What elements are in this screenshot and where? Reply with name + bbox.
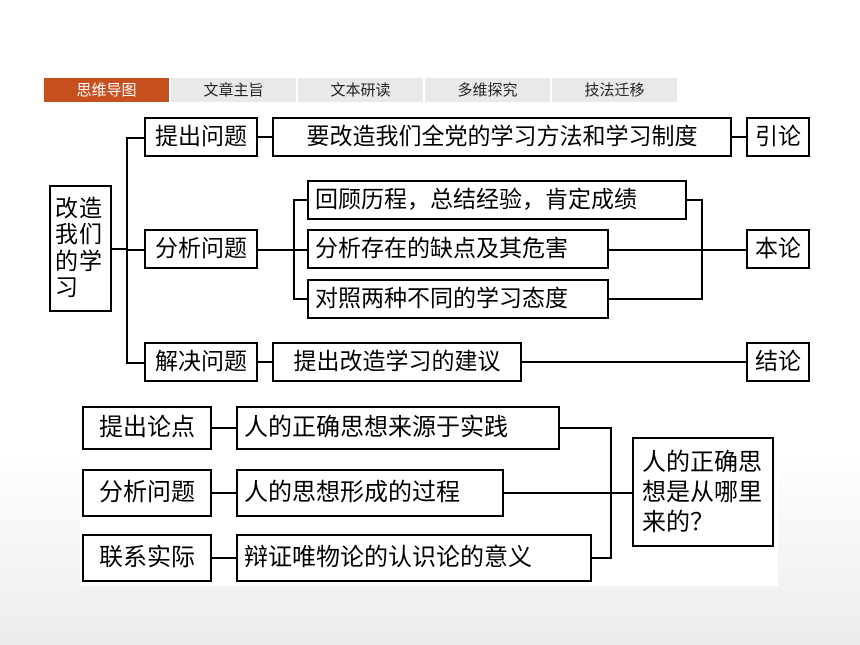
connector xyxy=(212,427,236,429)
part-introduction: 引论 xyxy=(746,117,810,157)
root-question: 人的正确思想是从哪里来的？ xyxy=(632,437,774,547)
connector xyxy=(609,298,702,300)
step-solve-question: 解决问题 xyxy=(144,342,258,382)
tab-text-reading[interactable]: 文本研读 xyxy=(298,78,423,102)
connector xyxy=(293,199,307,201)
part-conclusion: 结论 xyxy=(746,342,810,382)
analysis-detail-2: 分析存在的缺点及其危害 xyxy=(307,229,609,269)
root-label: 改造我们的学习 xyxy=(55,195,103,301)
tab-multi-inquiry[interactable]: 多维探究 xyxy=(425,78,550,102)
analysis-detail-3: 对照两种不同的学习态度 xyxy=(307,279,609,319)
step-thesis: 提出论点 xyxy=(82,406,212,450)
detail-practice: 辩证唯物论的认识论的意义 xyxy=(236,534,592,582)
connector xyxy=(126,137,144,139)
solve-detail: 提出改造学习的建议 xyxy=(272,342,522,382)
connector xyxy=(732,136,746,138)
tab-skill-transfer[interactable]: 技法迁移 xyxy=(552,78,677,102)
root-question-label: 人的正确思想是从哪里来的？ xyxy=(642,448,762,536)
connector xyxy=(293,298,307,300)
connector xyxy=(258,136,272,138)
connector xyxy=(522,361,746,363)
connector xyxy=(504,492,632,494)
step-practice: 联系实际 xyxy=(82,534,212,582)
step-raise-question: 提出问题 xyxy=(144,117,258,157)
connector xyxy=(212,492,236,494)
tab-main-idea[interactable]: 文章主旨 xyxy=(171,78,296,102)
step-analyze-question: 分析问题 xyxy=(144,229,258,269)
detail-analysis: 人的思想形成的过程 xyxy=(236,469,504,517)
connector xyxy=(560,427,612,429)
step-analysis: 分析问题 xyxy=(82,469,212,517)
connector xyxy=(610,427,612,559)
raise-detail: 要改造我们全党的学习方法和学习制度 xyxy=(272,117,732,157)
tab-mind-map[interactable]: 思维导图 xyxy=(44,78,169,102)
tab-bar: 思维导图 文章主旨 文本研读 多维探究 技法迁移 xyxy=(44,78,679,102)
root-node: 改造我们的学习 xyxy=(49,185,112,312)
connector xyxy=(258,361,272,363)
connector xyxy=(212,557,236,559)
analysis-detail-1: 回顾历程，总结经验，肯定成绩 xyxy=(307,180,687,220)
connector xyxy=(126,249,144,251)
connector xyxy=(592,557,612,559)
connector xyxy=(112,248,126,250)
bottom-mind-map: 提出论点 分析问题 联系实际 人的正确思想来源于实践 人的思想形成的过程 辩证唯… xyxy=(80,398,778,586)
connector xyxy=(258,249,294,251)
part-main-body: 本论 xyxy=(746,229,810,269)
connector xyxy=(126,362,144,364)
detail-thesis: 人的正确思想来源于实践 xyxy=(236,406,560,450)
top-mind-map: 改造我们的学习 提出问题 分析问题 解决问题 要改造我们全党的学习方法和学习制度… xyxy=(46,108,812,384)
connector xyxy=(293,249,307,251)
connector xyxy=(687,199,702,201)
connector xyxy=(609,249,746,251)
connector xyxy=(701,199,703,300)
